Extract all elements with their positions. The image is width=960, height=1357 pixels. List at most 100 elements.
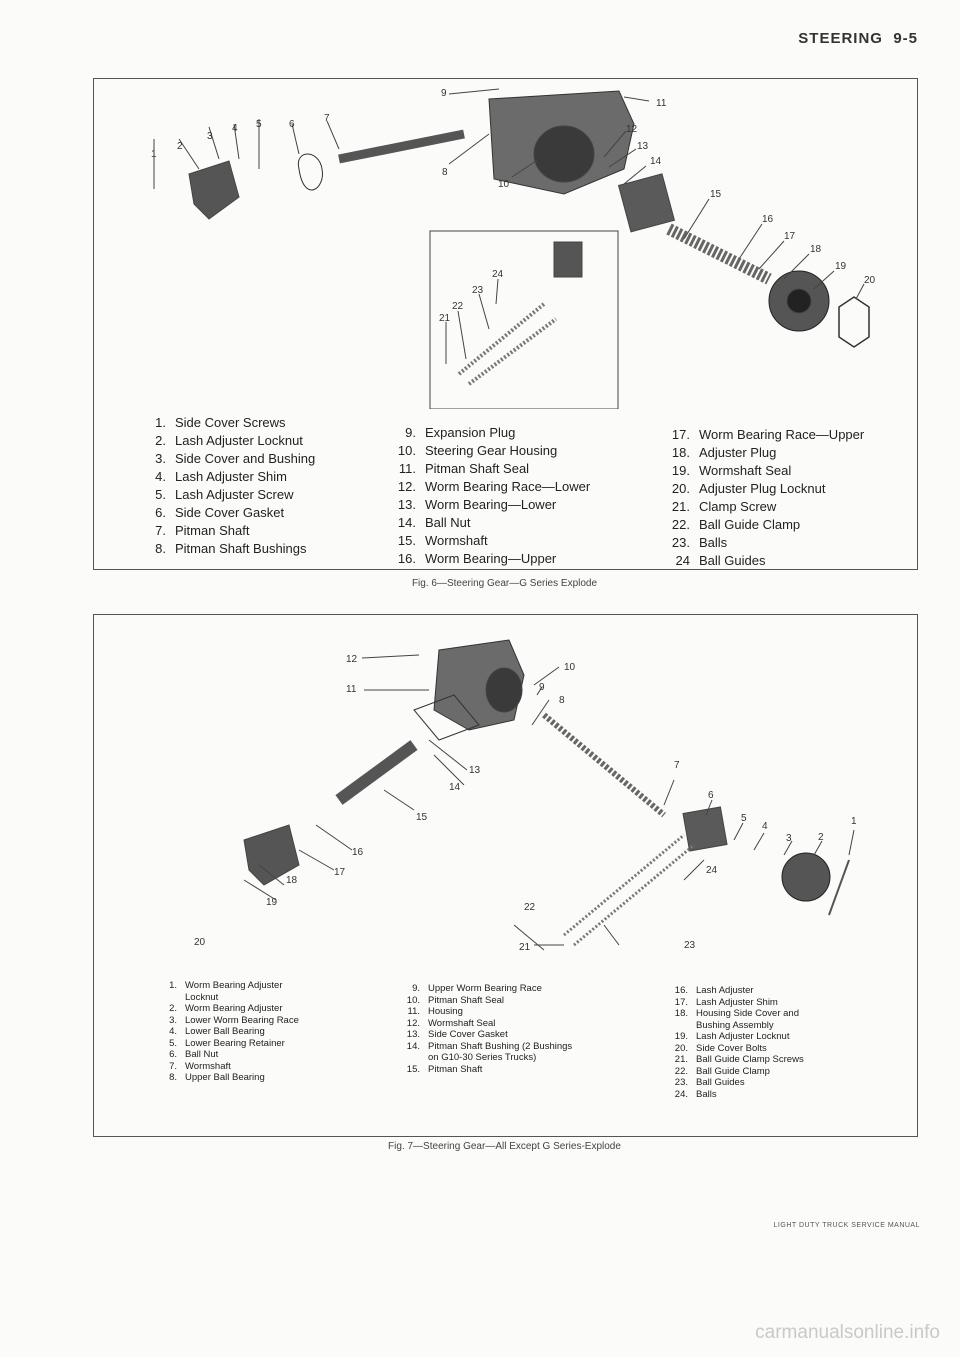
fig6-callout-5: 5 [256,119,262,130]
list-item: 15.Pitman Shaft [406,1063,483,1075]
list-item: 21.Ball Guide Clamp Screws [674,1054,804,1065]
fig6-legend-col1: 1.Side Cover Screws 2.Lash Adjuster Lock… [144,414,379,558]
list-item: 10.Steering Gear Housing [397,443,558,458]
list-item: 18.Adjuster Plug [671,445,777,460]
list-item: 14.Pitman Shaft Bushing (2 Bushings on G… [406,1040,573,1064]
figure-7-caption: Fig. 7—Steering Gear—All Except G Series… [388,1141,621,1152]
fig7-callout-20: 20 [194,937,206,948]
list-item: 20.Side Cover Bolts [674,1042,767,1054]
fig7-callout-3: 3 [786,833,792,844]
page-header: STEERING 9-5 [798,30,918,47]
list-item: 22.Ball Guide Clamp [674,1065,770,1077]
list-item: 6.Ball Nut [169,1049,219,1060]
list-item: 13.Side Cover Gasket [406,1029,508,1040]
list-item: 11.Housing [407,1006,463,1017]
fig6-callout-10: 10 [498,179,510,190]
list-item: 21.Clamp Screw [671,499,777,514]
fig6-callout-15: 15 [710,189,722,200]
list-item: 16.Worm Bearing—Upper [397,551,557,566]
list-item: 5.Lash Adjuster Screw [155,487,294,502]
list-item: 3.Lower Worm Bearing Race [169,1014,299,1026]
fig6-callout-22: 22 [452,301,464,312]
fig6-callout-11: 11 [656,98,667,109]
fig7-callout-2: 2 [818,832,824,843]
list-item: 23.Balls [671,535,728,550]
list-item: 20.Adjuster Plug Locknut [671,481,826,496]
fig6-callout-17: 17 [784,231,796,242]
list-item: 3.Side Cover and Bushing [155,451,316,466]
fig7-callout-17: 17 [334,867,346,878]
list-item: 7.Wormshaft [169,1060,231,1072]
fig7-callout-18: 18 [286,875,298,886]
fig7-callout-8: 8 [559,695,565,706]
list-item: 22.Ball Guide Clamp [671,517,801,532]
list-item: 23.Ball Guides [674,1077,745,1088]
list-item: 10.Pitman Shaft Seal [406,994,505,1006]
list-item: 13.Worm Bearing—Lower [397,497,557,512]
fig6-callout-9: 9 [441,88,447,99]
fig6-callout-16: 16 [762,214,774,225]
list-item: 8.Pitman Shaft Bushings [155,541,307,556]
list-item: 17.Lash Adjuster Shim [674,996,778,1008]
fig7-callout-10: 10 [564,662,576,673]
figure-6-caption: Fig. 6—Steering Gear—G Series Explode [411,578,598,589]
list-item: 6.Side Cover Gasket [155,505,285,520]
list-item: 8.Upper Ball Bearing [169,1072,265,1083]
fig7-legend-col3: 16.Lash Adjuster 17.Lash Adjuster Shim 1… [672,985,872,1100]
fig6-legend-col3: 17.Worm Bearing Race—Upper 18.Adjuster P… [668,426,913,570]
page-number: 9-5 [893,30,918,47]
fig7-callout-22: 22 [524,902,536,913]
list-item: 1.Worm Bearing Adjuster Locknut [169,980,283,1003]
figure-7-illustration: 1 2 3 4 5 6 7 8 9 10 11 12 13 14 15 16 1… [194,639,857,953]
fig6-callout-3: 3 [207,131,213,142]
list-item: 14.Ball Nut [397,515,471,530]
list-item: 1.Side Cover Screws [155,415,286,430]
list-item: 7.Pitman Shaft [155,523,250,538]
fig7-callout-23: 23 [684,940,696,951]
figure-7-frame: 1 2 3 4 5 6 7 8 9 10 11 12 13 14 15 16 1… [93,614,918,1137]
fig7-callout-11: 11 [346,684,357,695]
fig6-callout-12: 12 [626,124,638,135]
list-item: 4.Lash Adjuster Shim [155,469,288,484]
fig6-callout-8: 8 [442,167,448,178]
fig6-callout-13: 13 [637,141,649,152]
fig7-callout-9: 9 [539,682,545,693]
fig6-callout-14: 14 [650,156,662,167]
list-item: 19.Lash Adjuster Locknut [674,1031,790,1042]
fig7-legend-col2: 9.Upper Worm Bearing Race 10.Pitman Shaf… [404,983,609,1075]
list-item: 9.Expansion Plug [405,425,516,440]
figure-6-illustration: 1 2 3 4 5 6 7 8 9 10 11 12 13 14 15 16 1… [151,88,876,409]
list-item: 2.Worm Bearing Adjuster [169,1003,283,1014]
fig7-callout-7: 7 [674,760,680,771]
list-item: 16.Lash Adjuster [674,985,754,996]
fig6-callout-7: 7 [324,113,330,124]
list-item: 12.Worm Bearing Race—Lower [397,479,591,494]
list-item: 17.Worm Bearing Race—Upper [671,427,865,442]
list-item: 19.Wormshaft Seal [671,463,792,478]
list-item: 11.Pitman Shaft Seal [398,461,530,476]
list-item: 18.Housing Side Cover and Bushing Assemb… [674,1008,799,1031]
list-item: 5.Lower Bearing Retainer [169,1037,285,1049]
fig7-callout-19: 19 [266,897,278,908]
figure-6-frame: 1 2 3 4 5 6 7 8 9 10 11 12 13 14 15 16 1… [93,78,918,570]
fig6-callout-21: 21 [439,313,451,324]
fig6-callout-19: 19 [835,261,847,272]
fig6-callout-23: 23 [472,285,484,296]
list-item: 9.Upper Worm Bearing Race [412,983,542,994]
list-item: 4.Lower Ball Bearing [169,1026,265,1037]
fig7-callout-16: 16 [352,847,364,858]
list-item: 2.Lash Adjuster Locknut [155,433,303,448]
list-item: 12.Wormshaft Seal [406,1017,496,1029]
fig7-legend-col1: 1.Worm Bearing Adjuster Locknut 2.Worm B… [161,980,361,1084]
fig7-callout-12: 12 [346,654,358,665]
list-item: 15.Wormshaft [397,533,488,548]
fig7-callout-13: 13 [469,765,481,776]
fig7-callout-1: 1 [851,816,857,827]
fig6-callout-2: 2 [177,141,183,152]
fig6-callout-24: 24 [492,269,504,280]
fig7-callout-21: 21 [519,942,531,953]
fig7-callout-6: 6 [708,790,714,801]
fig7-callout-5: 5 [741,813,747,824]
fig7-callout-14: 14 [449,782,461,793]
